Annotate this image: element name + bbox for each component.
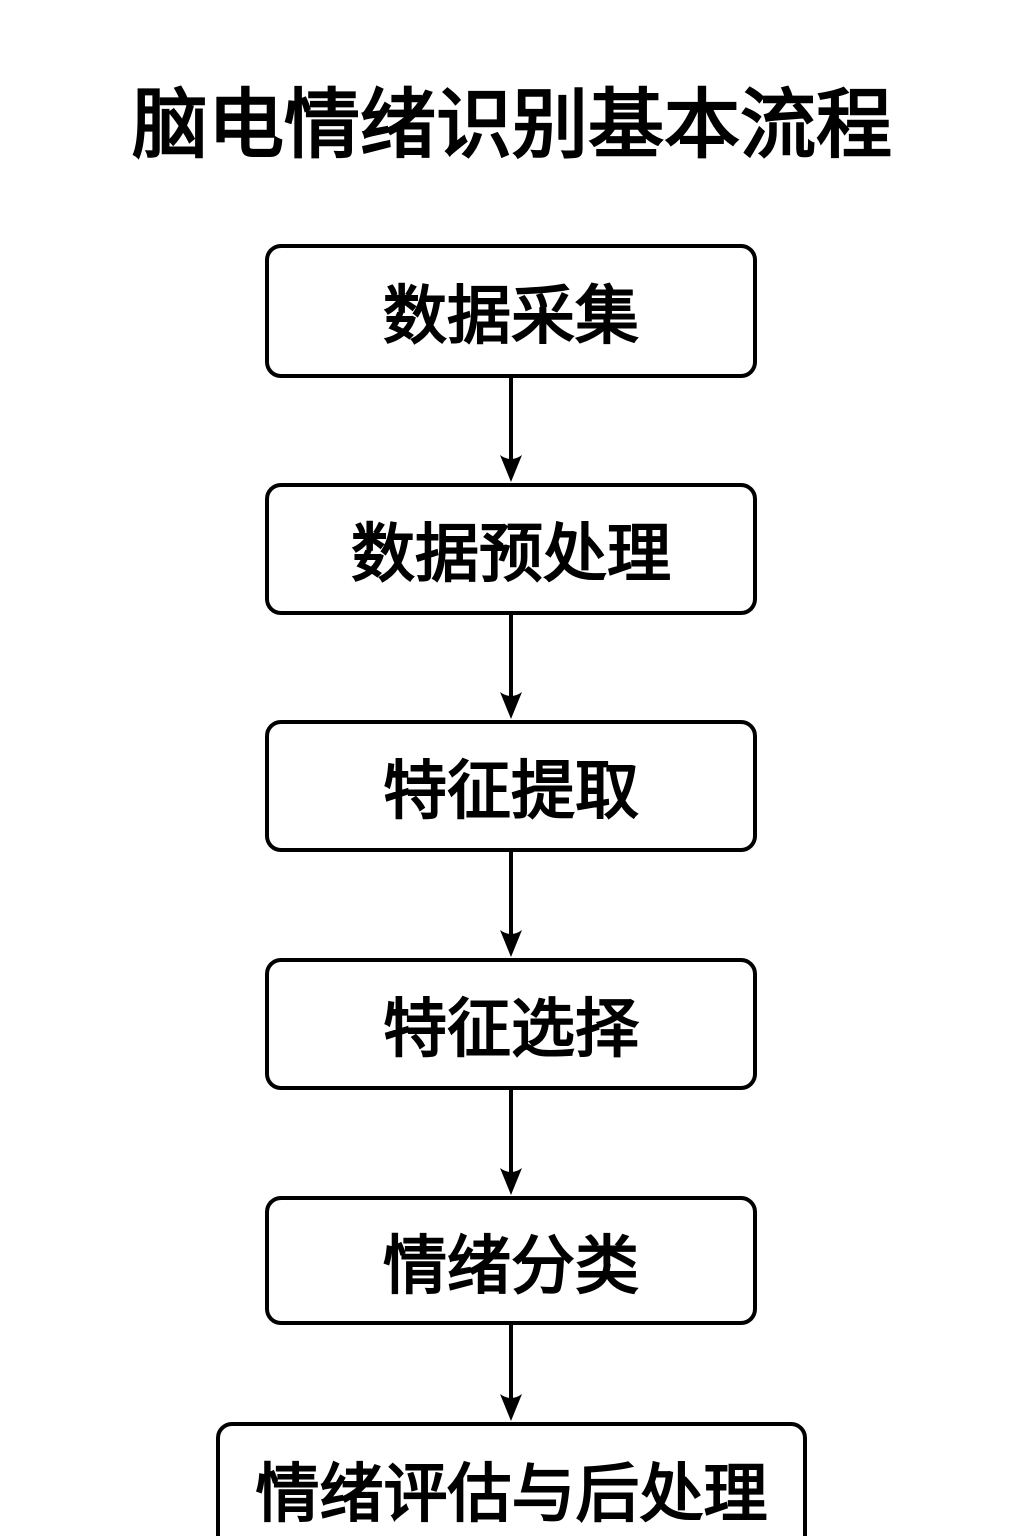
down-arrow-icon bbox=[500, 1325, 522, 1421]
flow-node-label: 情绪评估与后处理 bbox=[255, 1458, 768, 1530]
flow-node-label: 数据预处理 bbox=[351, 518, 671, 590]
flow-node-label: 数据采集 bbox=[383, 280, 639, 352]
flow-node-label: 特征提取 bbox=[383, 755, 639, 827]
down-arrow-icon bbox=[500, 615, 522, 719]
flow-node-feature-extraction: 特征提取 bbox=[265, 720, 757, 852]
flow-node-feature-selection: 特征选择 bbox=[265, 958, 757, 1090]
down-arrow-icon bbox=[500, 378, 522, 482]
flow-node-data-preprocessing: 数据预处理 bbox=[265, 483, 757, 615]
down-arrow-icon bbox=[500, 1090, 522, 1195]
flow-node-data-collection: 数据采集 bbox=[265, 244, 757, 378]
diagram-title: 脑电情绪识别基本流程 bbox=[132, 83, 892, 168]
flow-node-emotion-evaluation-postprocessing: 情绪评估与后处理 bbox=[216, 1422, 807, 1536]
flow-node-label: 特征选择 bbox=[383, 993, 639, 1065]
flow-node-label: 情绪分类 bbox=[383, 1229, 639, 1302]
down-arrow-icon bbox=[500, 852, 522, 957]
flow-node-emotion-classification: 情绪分类 bbox=[265, 1196, 757, 1325]
